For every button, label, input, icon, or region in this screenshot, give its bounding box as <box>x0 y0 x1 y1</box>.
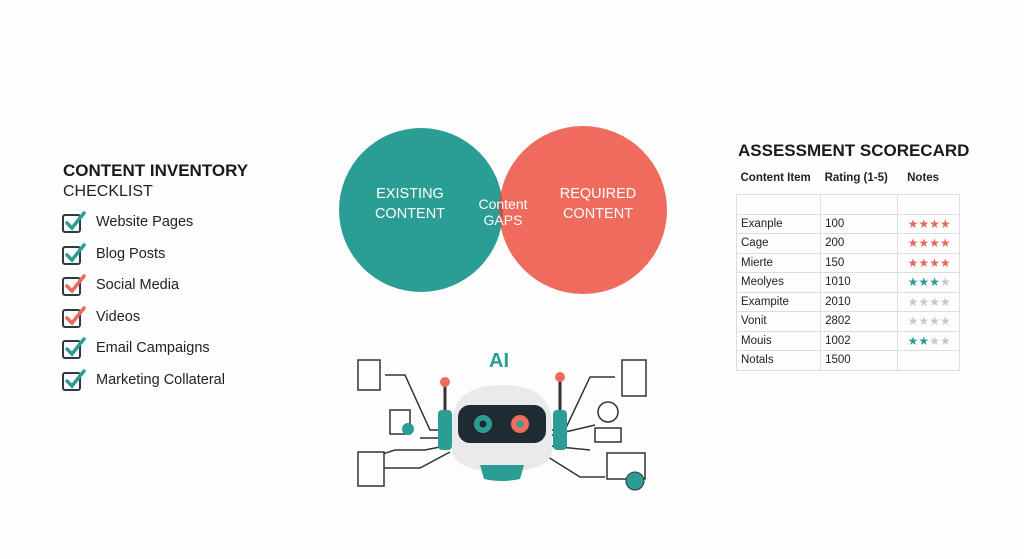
content-item-cell: Meolyes <box>735 272 822 293</box>
rating-cell: 200 <box>820 233 898 254</box>
checklist-item: Social Media <box>62 274 179 296</box>
content-item-cell: Notals <box>735 350 822 371</box>
existing-content-circle <box>339 128 503 292</box>
ai-robot-illustration <box>357 359 647 491</box>
rating-cell: 1010 <box>820 272 898 293</box>
checklist-item-label: Blog Posts <box>96 245 166 262</box>
checklist-item-label: Videos <box>96 308 141 325</box>
venn-right-label: REQUIRED CONTENT <box>559 186 637 222</box>
rating-cell: 1500 <box>820 350 898 371</box>
content-item-cell: Mierte <box>735 252 822 273</box>
ai-label: AI <box>489 350 509 372</box>
content-item-cell: Cage <box>735 233 822 254</box>
notes-stars: ★★★★ <box>896 291 961 312</box>
header-content-item: Content Item <box>740 172 811 184</box>
header-notes: Notes <box>907 172 940 184</box>
header-rating: Rating (1-5) <box>824 172 888 184</box>
notes-stars: ★★★★ <box>896 233 961 254</box>
content-item-cell: Exampite <box>735 291 822 312</box>
checklist-document-icon <box>357 451 385 487</box>
venn-overlap-label: Content GAPS <box>478 196 528 228</box>
checkbox-checked-icon <box>62 211 86 233</box>
report-icon <box>621 359 647 397</box>
checklist-item-label: Marketing Collateral <box>96 371 225 388</box>
checklist-item-label: Website Pages <box>96 214 194 230</box>
notes-stars <box>896 350 961 371</box>
checklist-subtitle: CHECKLIST <box>63 183 153 200</box>
checkbox-checked-icon <box>62 305 86 328</box>
gear-icon <box>597 401 619 423</box>
rating-cell: 150 <box>820 252 898 273</box>
rating-cell: 2802 <box>820 311 898 332</box>
rating-cell: 100 <box>820 213 898 234</box>
content-item-cell: Mouis <box>735 330 822 351</box>
rating-cell: 2010 <box>820 291 898 312</box>
message-icon <box>594 427 622 443</box>
venn-diagram <box>339 126 667 294</box>
checkbox-checked-icon <box>62 274 86 296</box>
venn-left-label: EXISTING CONTENT <box>374 186 446 222</box>
checklist-item: Videos <box>62 305 141 328</box>
checklist-item-label: Email Campaigns <box>96 340 210 356</box>
checklist-item: Email Campaigns <box>62 337 210 359</box>
scorecard-title: ASSESSMENT SCORECARD <box>738 141 970 160</box>
checklist-item-label: Social Media <box>96 277 180 293</box>
rating-cell: 1002 <box>820 330 898 351</box>
checklist-item: Blog Posts <box>62 242 166 265</box>
notes-stars: ★★★★ <box>896 272 961 293</box>
checklist-item: Marketing Collateral <box>62 368 225 391</box>
checkbox-checked-icon <box>62 337 86 359</box>
document-icon <box>357 359 381 391</box>
checklist-title: CONTENT INVENTORY <box>63 161 249 180</box>
checklist-item: Website Pages <box>62 211 193 233</box>
checkbox-checked-icon <box>62 242 86 265</box>
required-content-circle <box>499 126 667 294</box>
checkbox-checked-icon <box>62 368 86 391</box>
notes-stars: ★★★★ <box>896 330 961 351</box>
notes-stars: ★★★★ <box>896 311 961 332</box>
content-item-cell: Vonit <box>735 311 822 332</box>
notes-stars: ★★★★ <box>896 252 961 273</box>
content-item-cell: Exanple <box>735 213 822 234</box>
notes-stars: ★★★★ <box>896 213 961 234</box>
